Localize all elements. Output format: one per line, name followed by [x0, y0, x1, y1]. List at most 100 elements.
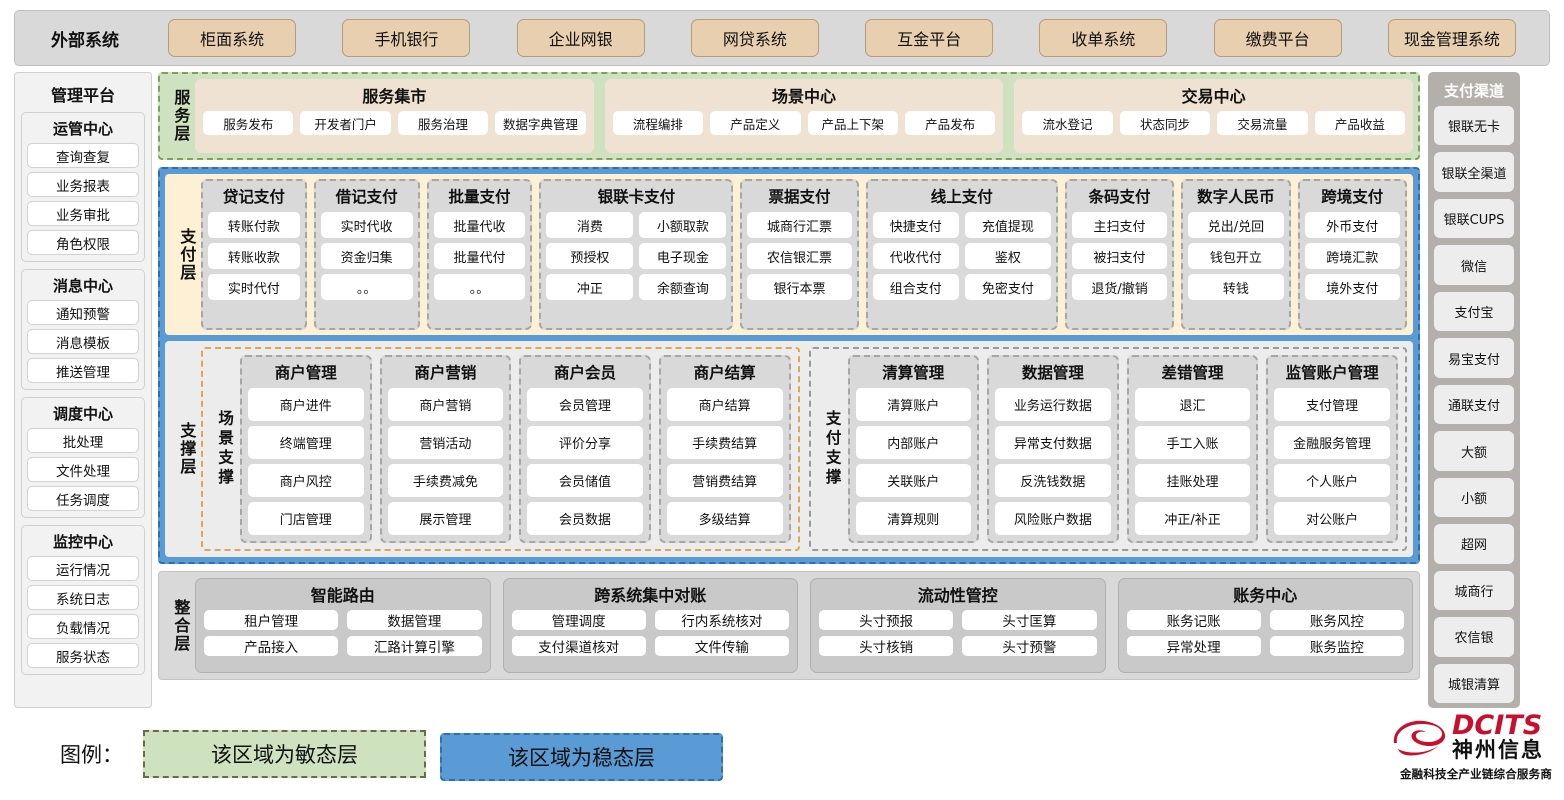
service-chip[interactable]: 开发者门户 — [300, 111, 391, 135]
support-chip[interactable]: 商户风控 — [248, 464, 364, 497]
external-system-chip[interactable]: 柜面系统 — [168, 19, 297, 57]
support-chip[interactable]: 退汇 — [1134, 388, 1251, 421]
channel-item[interactable]: 银联无卡 — [1434, 106, 1514, 146]
payment-chip[interactable]: 预授权 — [546, 243, 634, 269]
channel-item[interactable]: 支付宝 — [1434, 291, 1514, 332]
support-chip[interactable]: 手工入账 — [1134, 426, 1251, 459]
service-chip[interactable]: 流程编排 — [612, 111, 704, 135]
payment-chip[interactable]: 。。 — [320, 274, 413, 300]
management-item[interactable]: 角色权限 — [27, 230, 139, 255]
payment-chip[interactable]: 境外支付 — [1304, 274, 1400, 300]
support-chip[interactable]: 门店管理 — [248, 502, 364, 535]
integration-chip[interactable]: 头寸预报 — [819, 610, 954, 630]
support-chip[interactable]: 支付管理 — [1274, 388, 1390, 421]
integration-chip[interactable]: 行内系统核对 — [654, 610, 789, 630]
external-system-chip[interactable]: 网贷系统 — [690, 19, 819, 57]
channel-item[interactable]: 农信银 — [1434, 617, 1514, 657]
service-chip[interactable]: 数据字典管理 — [495, 111, 586, 135]
payment-chip[interactable]: 外币支付 — [1304, 212, 1400, 238]
service-chip[interactable]: 产品上下架 — [807, 111, 898, 135]
management-item[interactable]: 消息模板 — [27, 329, 139, 354]
service-chip[interactable]: 服务发布 — [203, 111, 294, 135]
support-chip[interactable]: 手续费减免 — [387, 464, 504, 497]
payment-chip[interactable]: 电子现金 — [639, 243, 727, 269]
support-chip[interactable]: 个人账户 — [1274, 464, 1390, 497]
payment-chip[interactable]: 实时代付 — [208, 274, 300, 300]
payment-chip[interactable]: 实时代收 — [320, 212, 413, 238]
integration-chip[interactable]: 异常处理 — [1126, 636, 1261, 656]
management-item[interactable]: 业务报表 — [27, 172, 139, 197]
service-chip[interactable]: 产品发布 — [904, 111, 996, 135]
management-item[interactable]: 运行情况 — [27, 556, 139, 581]
support-chip[interactable]: 冲正/补正 — [1134, 502, 1251, 535]
support-chip[interactable]: 业务运行数据 — [995, 388, 1111, 421]
service-chip[interactable]: 流水登记 — [1022, 111, 1113, 135]
integration-chip[interactable]: 账务记账 — [1126, 610, 1261, 630]
support-chip[interactable]: 商户结算 — [666, 388, 783, 421]
payment-chip[interactable]: 资金归集 — [320, 243, 413, 269]
payment-chip[interactable]: 冲正 — [546, 274, 634, 300]
support-chip[interactable]: 多级结算 — [666, 502, 783, 535]
support-chip[interactable]: 会员数据 — [527, 502, 643, 535]
support-chip[interactable]: 反洗钱数据 — [995, 464, 1111, 497]
channel-item[interactable]: 银联全渠道 — [1434, 152, 1514, 192]
channel-item[interactable]: 易宝支付 — [1434, 338, 1514, 378]
payment-chip[interactable]: 兑出/兑回 — [1188, 212, 1284, 238]
support-chip[interactable]: 商户营销 — [387, 388, 504, 421]
support-chip[interactable]: 营销费结算 — [666, 464, 783, 497]
payment-chip[interactable]: 消费 — [546, 212, 634, 238]
payment-chip[interactable]: 组合支付 — [872, 274, 959, 300]
payment-chip[interactable]: 充值提现 — [964, 212, 1051, 238]
management-item[interactable]: 批处理 — [27, 428, 139, 453]
payment-chip[interactable]: 快捷支付 — [872, 212, 959, 238]
payment-chip[interactable]: 小额取款 — [639, 212, 727, 238]
support-chip[interactable]: 关联账户 — [855, 464, 972, 497]
service-chip[interactable]: 产品定义 — [710, 111, 801, 135]
payment-chip[interactable]: 。。 — [433, 274, 526, 300]
channel-item[interactable]: 城银清算 — [1434, 663, 1514, 704]
payment-chip[interactable]: 转钱 — [1188, 274, 1284, 300]
integration-chip[interactable]: 租户管理 — [204, 610, 339, 630]
management-item[interactable]: 业务审批 — [27, 201, 139, 226]
channel-item[interactable]: 超网 — [1434, 524, 1514, 564]
integration-chip[interactable]: 支付渠道核对 — [511, 636, 646, 656]
management-item[interactable]: 文件处理 — [27, 457, 139, 482]
integration-chip[interactable]: 头寸匡算 — [962, 610, 1097, 630]
payment-chip[interactable]: 钱包开立 — [1188, 243, 1284, 269]
support-chip[interactable]: 清算账户 — [855, 388, 972, 421]
service-chip[interactable]: 状态同步 — [1119, 111, 1211, 135]
payment-chip[interactable]: 转账付款 — [208, 212, 300, 238]
payment-chip[interactable]: 余额查询 — [639, 274, 727, 300]
support-chip[interactable]: 内部账户 — [855, 426, 972, 459]
payment-chip[interactable]: 代收代付 — [872, 243, 959, 269]
management-item[interactable]: 通知预警 — [27, 300, 139, 325]
external-system-chip[interactable]: 缴费平台 — [1213, 19, 1342, 57]
channel-item[interactable]: 银联CUPS — [1434, 198, 1514, 239]
payment-chip[interactable]: 鉴权 — [964, 243, 1051, 269]
integration-chip[interactable]: 文件传输 — [654, 636, 789, 656]
management-item[interactable]: 服务状态 — [27, 643, 139, 668]
service-chip[interactable]: 产品收益 — [1314, 111, 1406, 135]
management-item[interactable]: 负载情况 — [27, 614, 139, 639]
service-chip[interactable]: 交易流量 — [1217, 111, 1308, 135]
management-item[interactable]: 推送管理 — [27, 358, 139, 383]
support-chip[interactable]: 手续费结算 — [666, 426, 783, 459]
payment-chip[interactable]: 被扫支付 — [1071, 243, 1168, 269]
integration-chip[interactable]: 头寸核销 — [819, 636, 954, 656]
integration-chip[interactable]: 头寸预警 — [962, 636, 1097, 656]
channel-item[interactable]: 通联支付 — [1434, 384, 1514, 425]
support-chip[interactable]: 金融服务管理 — [1274, 426, 1390, 459]
management-item[interactable]: 任务调度 — [27, 486, 139, 511]
support-chip[interactable]: 评价分享 — [527, 426, 643, 459]
service-chip[interactable]: 服务治理 — [397, 111, 489, 135]
support-chip[interactable]: 商户进件 — [248, 388, 364, 421]
support-chip[interactable]: 会员管理 — [527, 388, 643, 421]
integration-chip[interactable]: 数据管理 — [347, 610, 482, 630]
management-item[interactable]: 系统日志 — [27, 585, 139, 610]
support-chip[interactable]: 风险账户数据 — [995, 502, 1111, 535]
integration-chip[interactable]: 汇路计算引擎 — [347, 636, 482, 656]
external-system-chip[interactable]: 收单系统 — [1039, 19, 1168, 57]
external-system-chip[interactable]: 现金管理系统 — [1387, 19, 1516, 57]
support-chip[interactable]: 清算规则 — [855, 502, 972, 535]
support-chip[interactable]: 展示管理 — [387, 502, 504, 535]
